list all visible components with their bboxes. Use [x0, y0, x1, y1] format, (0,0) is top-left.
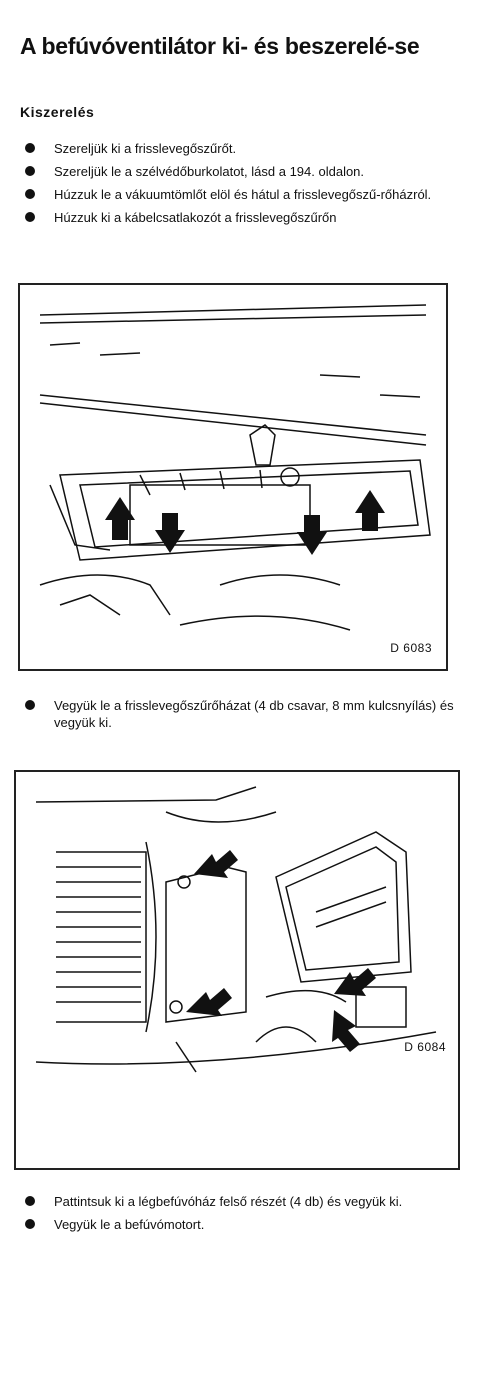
bullet-icon [25, 1196, 35, 1206]
list-item: Pattintsuk ki a légbefúvóház felső részé… [22, 1193, 472, 1210]
step-text: Szereljük ki a frisslevegőszűrőt. [54, 141, 237, 156]
bullet-icon [25, 1219, 35, 1229]
step-list-2: Vegyük le a frisslevegőszűrőházat (4 db … [22, 697, 472, 737]
step-text: Húzzuk ki a kábelcsatlakozót a frissleve… [54, 210, 337, 225]
bullet-icon [25, 212, 35, 222]
figure-label: D 6083 [390, 641, 432, 655]
list-item: Vegyük le a befúvómotort. [22, 1216, 472, 1233]
figure-label: D 6084 [404, 1040, 446, 1054]
bullet-icon [25, 143, 35, 153]
step-list-1: Szereljük ki a frisslevegőszűrőt. Szerel… [22, 140, 472, 232]
figure-filter-housing: D 6083 [18, 283, 448, 671]
page-title: A befúvóventilátor ki- és beszerelé-se [20, 33, 420, 59]
bullet-icon [25, 189, 35, 199]
section-heading: Kiszerelés [20, 104, 95, 120]
list-item: Szereljük ki a frisslevegőszűrőt. [22, 140, 472, 157]
step-text: Vegyük le a frisslevegőszűrőházat (4 db … [54, 698, 454, 730]
list-item: Szereljük le a szélvédőburkolatot, lásd … [22, 163, 472, 180]
step-text: Húzzuk le a vákuumtömlőt elöl és hátul a… [54, 187, 432, 202]
step-text: Vegyük le a befúvómotort. [54, 1217, 205, 1232]
step-text: Szereljük le a szélvédőburkolatot, lásd … [54, 164, 365, 179]
blower-housing-drawing [35, 786, 437, 1073]
list-item: Húzzuk ki a kábelcsatlakozót a frissleve… [22, 209, 472, 226]
list-item: Húzzuk le a vákuumtömlőt elöl és hátul a… [22, 186, 472, 203]
bullet-icon [25, 166, 35, 176]
figure-blower-housing: D 6084 [14, 770, 460, 1170]
step-text: Pattintsuk ki a légbefúvóház felső részé… [54, 1194, 403, 1209]
filter-housing-drawing [39, 304, 431, 631]
list-item: Vegyük le a frisslevegőszűrőházat (4 db … [22, 697, 472, 731]
bullet-icon [25, 700, 35, 710]
step-list-3: Pattintsuk ki a légbefúvóház felső részé… [22, 1193, 472, 1239]
